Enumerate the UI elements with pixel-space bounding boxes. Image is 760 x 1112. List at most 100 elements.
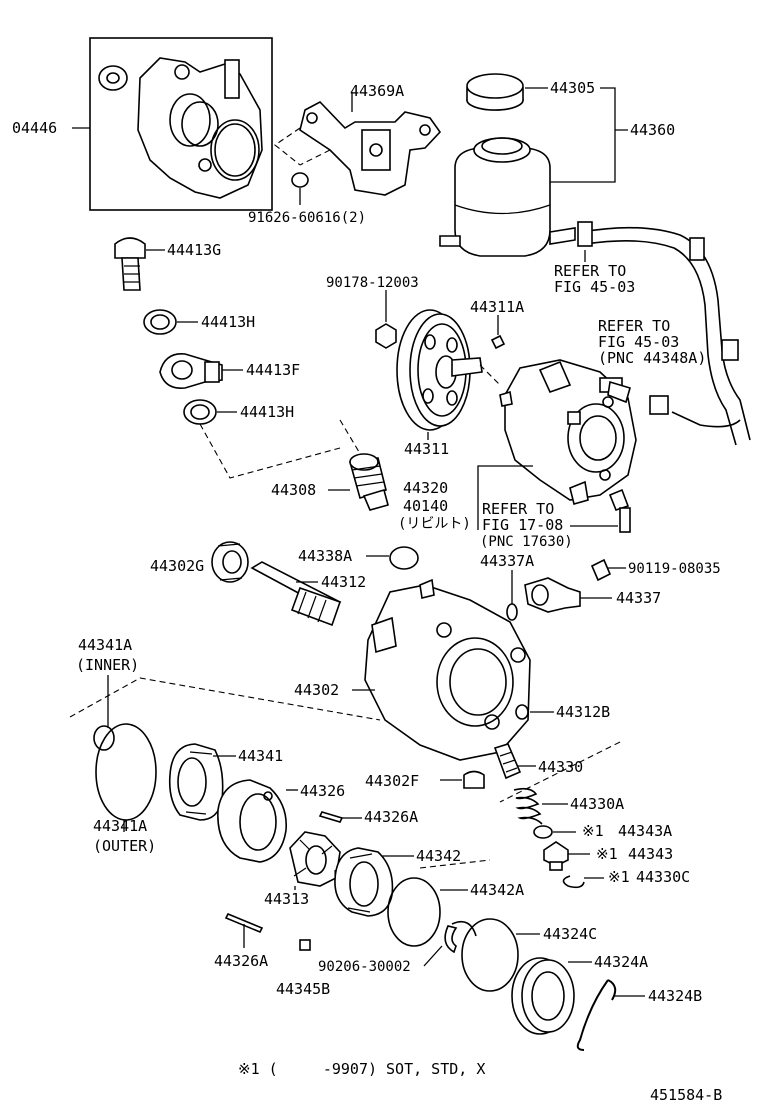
bracket-44369A (299, 101, 442, 196)
dash-union (199, 419, 366, 479)
snap-ring-90206-arc (451, 920, 477, 937)
label-44342: 44342 (416, 847, 461, 865)
mark-44343A: ※1 (582, 822, 604, 840)
dash-pulley (479, 364, 501, 386)
label-44308: 44308 (271, 481, 316, 499)
nut-90178 (375, 323, 397, 349)
plug-44302F (463, 770, 485, 789)
cover-44324A (511, 957, 575, 1035)
reservoir-44360 (439, 137, 576, 257)
oring-44343A (533, 825, 553, 839)
footnote: ※1 ( -9907) SOT, STD, X (238, 1060, 485, 1078)
label-44369A: 44369A (350, 82, 404, 100)
label-44302: 44302 (294, 681, 339, 699)
dash-bracket (274, 127, 331, 166)
valve-44308 (348, 453, 389, 511)
label-44413G: 44413G (167, 241, 221, 259)
mark-44343: ※1 (596, 845, 618, 863)
bracket-44360 (545, 87, 628, 183)
label-44324A: 44324A (594, 953, 648, 971)
oring-44337A (506, 603, 518, 621)
refer-17-08-line1: REFER TO (482, 500, 554, 518)
mark-44330C: ※1 (608, 868, 630, 886)
label-44413H-2: 44413H (240, 403, 294, 421)
pin-44326A-2 (224, 912, 264, 934)
label-44341A-outer-2: (OUTER) (93, 837, 156, 855)
label-44413F: 44413F (246, 361, 300, 379)
label-44343A: 44343A (618, 822, 672, 840)
label-44341A-inner-1: 44341A (78, 636, 132, 654)
pump-assembly-44320 (499, 359, 637, 505)
oring-44341A-inner (93, 725, 115, 751)
gasket-kit-box (89, 37, 273, 211)
reservoir-cap-44305 (466, 73, 524, 111)
pin-44326A (318, 811, 344, 823)
label-44338A: 44338A (298, 547, 352, 565)
fitting-44337 (524, 577, 581, 613)
label-40140: 40140 (403, 497, 448, 515)
oring-44312B (515, 704, 529, 720)
dash-cartridge-top (69, 677, 621, 803)
refer-45-03-b-line1: REFER TO (598, 317, 670, 335)
label-44302G: 44302G (150, 557, 204, 575)
label-44341A-inner-2: (INNER) (76, 656, 139, 674)
refer-17-08-line2: FIG 17-08 (482, 516, 563, 534)
leader-90206 (423, 945, 443, 967)
label-44330C: 44330C (636, 868, 690, 886)
label-90119: 90119-08035 (628, 561, 721, 577)
refer-45-03-a-line1: REFER TO (554, 262, 626, 280)
label-44360: 44360 (630, 121, 675, 139)
cam-ring-44326 (217, 779, 287, 863)
label-44337A: 44337A (480, 552, 534, 570)
label-44330A: 44330A (570, 795, 624, 813)
spring-44330A (513, 787, 543, 825)
snap-ring-44330C (562, 875, 585, 889)
plug-44343 (543, 841, 569, 871)
union-44413F (159, 353, 223, 389)
label-44330: 44330 (538, 758, 583, 776)
oring-44342A (387, 877, 441, 947)
refer-45-03-b-line2: FIG 45-03 (598, 333, 679, 351)
label-90206: 90206-30002 (318, 959, 411, 975)
part-44345B (299, 939, 311, 951)
label-44312B: 44312B (556, 703, 610, 721)
label-44302F: 44302F (365, 772, 419, 790)
label-44326A-2: 44326A (214, 952, 268, 970)
label-44313: 44313 (264, 890, 309, 908)
label-44305: 44305 (550, 79, 595, 97)
label-44341: 44341 (238, 747, 283, 765)
label-44326: 44326 (300, 782, 345, 800)
key-44311A (490, 334, 506, 350)
housing-44302 (364, 578, 531, 761)
oring-44341A-outer (95, 723, 157, 821)
snap-ring-44324B (576, 979, 617, 1051)
label-90178: 90178-12003 (326, 275, 419, 291)
pulley-44311 (396, 309, 483, 431)
gasket-kit-parts (98, 57, 263, 199)
oring-44338A (389, 546, 419, 570)
bolt-91626 (291, 172, 309, 188)
label-44312: 44312 (321, 573, 366, 591)
gasket-44413H-1 (143, 309, 177, 335)
plate-44342 (334, 847, 394, 917)
label-44343: 44343 (628, 845, 673, 863)
refer-45-03-a-line2: FIG 45-03 (554, 278, 635, 296)
label-44337: 44337 (616, 589, 661, 607)
label-40140-note: (リビルト) (398, 516, 471, 532)
label-44345B: 44345B (276, 980, 330, 998)
leader-44320 (477, 465, 533, 530)
oring-44324C (461, 918, 519, 992)
label-44341A-outer-1: 44341A (93, 817, 147, 835)
label-44311: 44311 (404, 440, 449, 458)
plug-90119 (590, 558, 612, 582)
label-44311A: 44311A (470, 298, 524, 316)
figure-id: 451584-B (650, 1086, 722, 1104)
refer-17-08-line3: (PNC 17630) (480, 534, 573, 550)
snap-ring-90206 (444, 925, 458, 954)
label-04446: 04446 (12, 119, 57, 137)
label-44324B: 44324B (648, 987, 702, 1005)
label-91626: 91626-60616(2) (248, 210, 366, 226)
plate-44341 (168, 743, 224, 821)
